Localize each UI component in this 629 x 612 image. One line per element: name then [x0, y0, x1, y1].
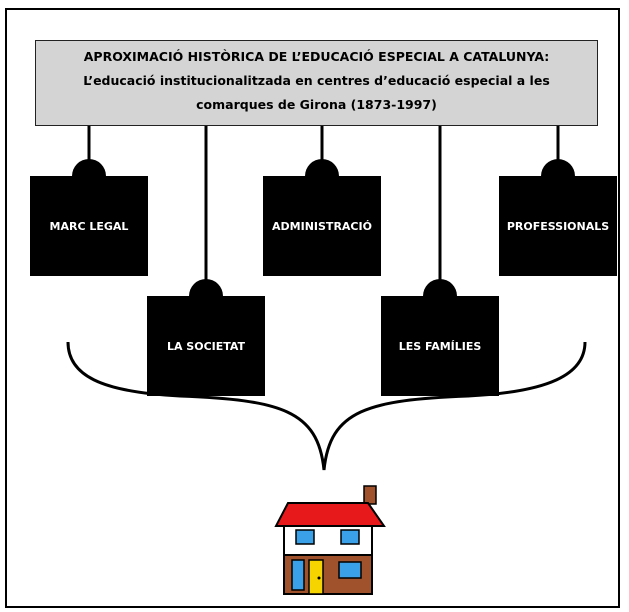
house-icon — [274, 485, 386, 595]
title-line-2: L’educació institucionalitzada en centre… — [83, 73, 550, 88]
title-line-3: comarques de Girona (1873-1997) — [196, 97, 437, 112]
block-la-societat: LA SOCIETAT — [147, 296, 265, 396]
title-line-1: APROXIMACIÓ HISTÒRICA DE L’EDUCACIÓ ESPE… — [83, 49, 550, 64]
block-administracio: ADMINISTRACIÓ — [263, 176, 381, 276]
block-professionals: PROFESSIONALS — [499, 176, 617, 276]
diagram-title: APROXIMACIÓ HISTÒRICA DE L’EDUCACIÓ ESPE… — [35, 40, 598, 126]
block-les-families: LES FAMÍLIES — [381, 296, 499, 396]
block-marc-legal: MARC LEGAL — [30, 176, 148, 276]
diagram-frame — [5, 8, 620, 608]
brace — [66, 341, 587, 471]
